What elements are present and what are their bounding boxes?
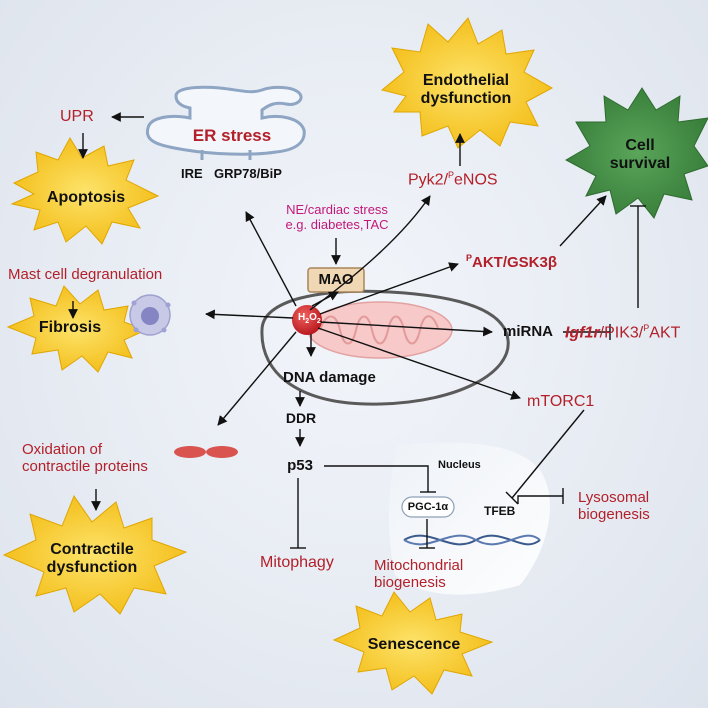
pyk2-text: Pyk2/	[408, 171, 449, 189]
mast-cell-label: Mast cell degranulation	[8, 266, 163, 283]
cell-survival-burst	[564, 87, 708, 219]
endothelial-line-2: dysfunction	[420, 90, 512, 108]
pgc1a-label: PGC-1α	[407, 501, 449, 513]
mtorc1-label: mTORC1	[527, 393, 595, 410]
oxidation-line-1: Oxidation of	[22, 441, 103, 458]
pyk2-enos-label: Pyk2/PeNOS	[408, 170, 498, 189]
mito-biogenesis-line-2: biogenesis	[374, 574, 446, 592]
dna-damage-label: DNA damage	[283, 369, 376, 386]
mito-biogenesis-label: Mitochondrial biogenesis	[374, 557, 463, 592]
oxidation-label: Oxidation of contractile proteins	[22, 441, 148, 476]
pakt-sup: P	[643, 323, 650, 333]
akt-gsk-sup: P	[466, 253, 473, 263]
mirna-label: miRNA	[503, 323, 554, 340]
cell-survival-label: Cell survival	[610, 137, 670, 174]
akt-gsk-label: PAKT/GSK3β	[466, 253, 557, 271]
contractile-line-2: dysfunction	[46, 559, 138, 577]
stress-line-2: e.g. diabetes,TAC	[285, 216, 389, 232]
pyk2-sup: P	[448, 170, 455, 180]
endothelial-label: Endothelial dysfunction	[421, 72, 512, 109]
tfeb-label: TFEB	[484, 504, 516, 518]
endothelial-burst	[380, 17, 554, 149]
contractile-burst	[2, 494, 188, 615]
h2o2-sub1: 2	[305, 318, 310, 325]
igf1r-pathway-label: Igf1r/PIK3/PAKT	[565, 323, 680, 342]
pik3-text: /PIK3/	[599, 324, 644, 342]
oxidation-line-2: contractile proteins	[22, 458, 148, 476]
senescence-burst	[332, 591, 494, 695]
senescence-label: Senescence	[367, 636, 461, 653]
lysosomal-label: Lysosomal biogenesis	[578, 489, 650, 524]
nucleus-label: Nucleus	[438, 459, 481, 471]
h2o2-sub2: 2	[316, 318, 321, 325]
stress-line-1: NE/cardiac stress	[286, 202, 388, 217]
apoptosis-label: Apoptosis	[46, 189, 126, 206]
mito-biogenesis-line-1: Mitochondrial	[374, 557, 464, 574]
grp78-label: GRP78/BiP	[214, 166, 282, 181]
enos-text: eNOS	[454, 171, 498, 189]
mao-label: MAO	[318, 271, 354, 288]
ddr-label: DDR	[285, 410, 317, 426]
h2o2-circle	[292, 305, 322, 335]
contractile-dysfunction-label: Contractile dysfunction	[47, 541, 138, 578]
lysosomal-line-1: Lysosomal	[578, 489, 650, 506]
h2o2-o: O	[309, 312, 317, 323]
cell-survival-line-2: survival	[609, 155, 671, 173]
stress-label: NE/cardiac stress e.g. diabetes,TAC	[285, 202, 389, 233]
mitophagy-label: Mitophagy	[260, 554, 334, 571]
p53-label: p53	[287, 457, 313, 474]
akt-text: AKT	[649, 324, 681, 342]
h2o2-h: H	[298, 312, 306, 323]
ire-label: IRE	[181, 166, 203, 181]
igf1r-text: Igf1r	[565, 324, 600, 342]
apoptosis-burst	[10, 136, 160, 245]
pgc-box	[401, 496, 455, 518]
nucleus-shape	[388, 442, 550, 595]
contractile-protein	[174, 446, 206, 458]
cell-survival-line-1: Cell	[625, 137, 655, 154]
contractile-line-1: Contractile	[50, 541, 134, 558]
er-stress-label: ER stress	[192, 126, 272, 145]
er-shape	[145, 85, 306, 156]
upr-label: UPR	[60, 108, 94, 125]
lysosomal-line-2: biogenesis	[578, 506, 650, 524]
fibrosis-label: Fibrosis	[38, 319, 102, 336]
endothelial-line-1: Endothelial	[422, 72, 510, 89]
h2o2-label: H2O2	[298, 312, 321, 325]
akt-gsk-text: AKT/GSK3β	[472, 254, 558, 271]
